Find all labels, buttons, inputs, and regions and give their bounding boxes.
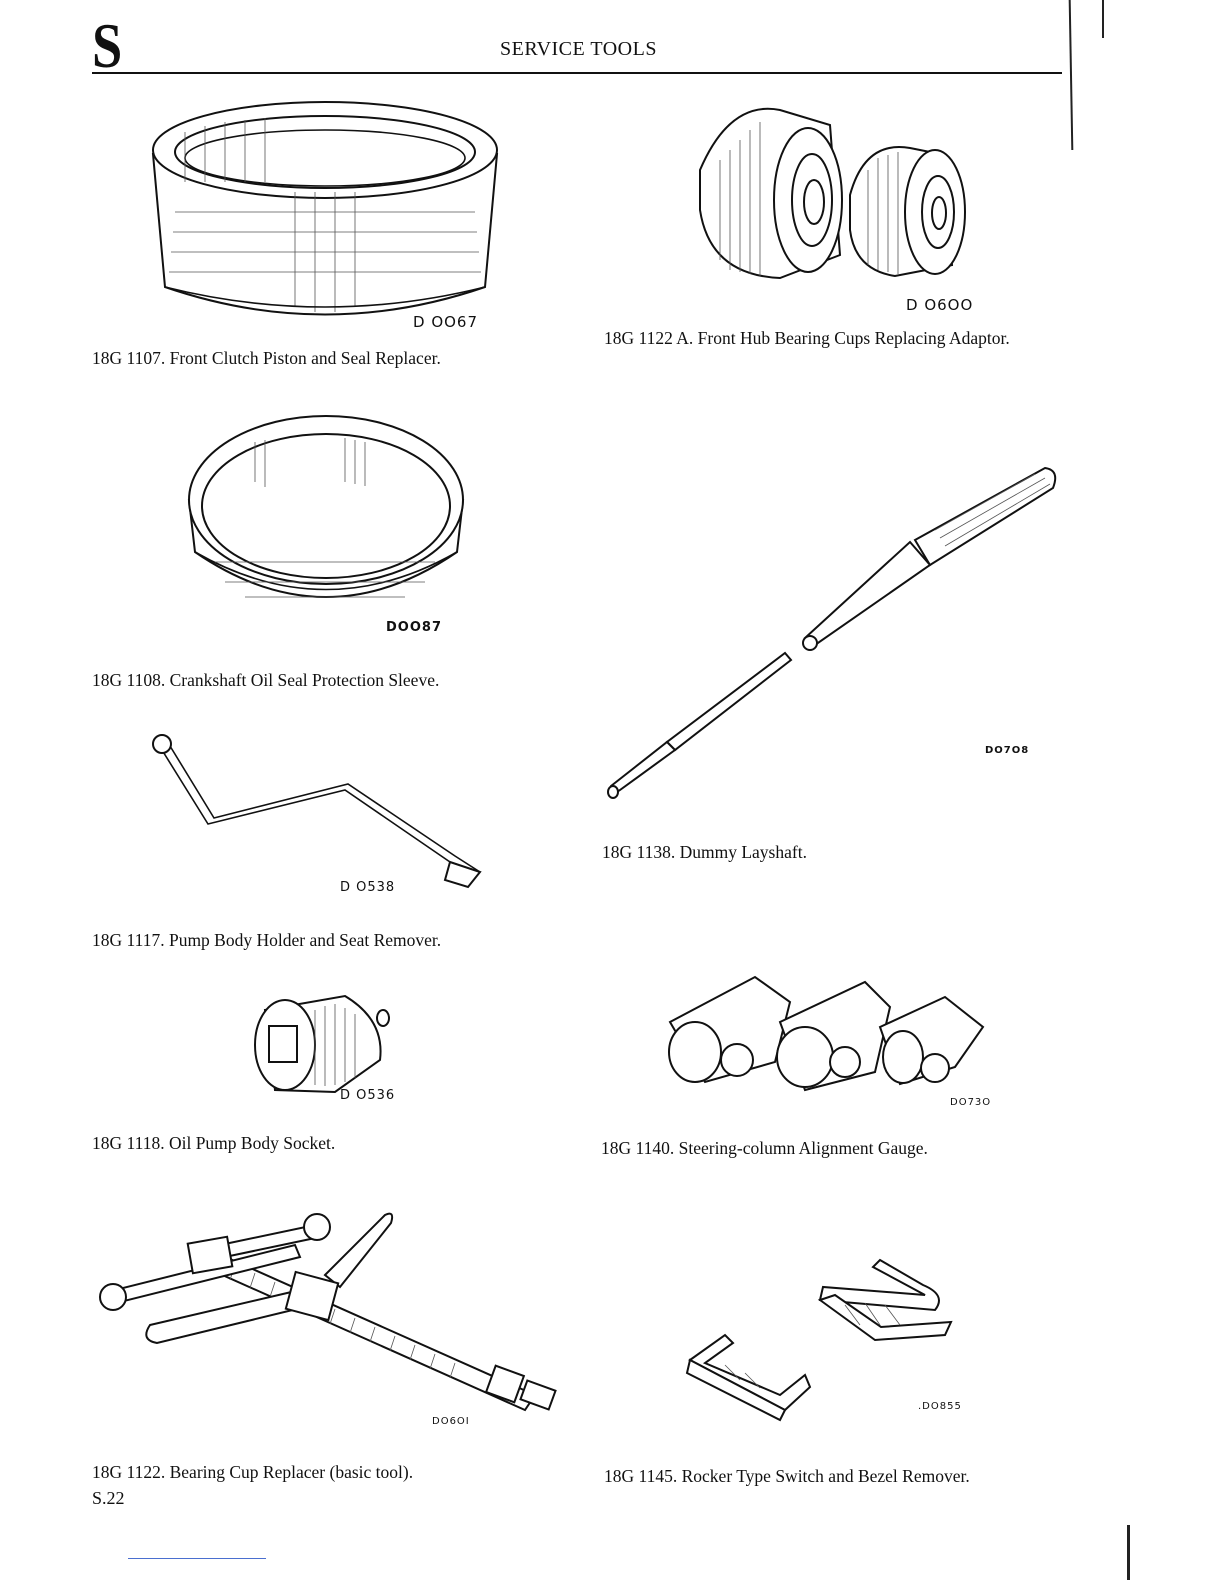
tool-caption: 18G 1118. Oil Pump Body Socket. — [92, 1133, 336, 1153]
tool-caption: 18G 1138. Dummy Layshaft. — [602, 842, 807, 862]
margin-mark — [1127, 1525, 1130, 1580]
hub-bearing-cups-adaptor-illustration — [699, 107, 966, 280]
tool-caption: 18G 1117. Pump Body Holder and Seat Remo… — [92, 930, 442, 950]
tool-caption: 18G 1140. Steering-column Alignment Gaug… — [601, 1138, 928, 1158]
clutch-piston-replacer-illustration — [151, 101, 499, 316]
header-rule — [92, 72, 1062, 74]
tool-ref-code: .DO855 — [918, 1401, 962, 1412]
dummy-layshaft-illustration — [607, 466, 1057, 799]
margin-mark — [1102, 0, 1104, 38]
tool-ref-code: DO6OI — [432, 1416, 470, 1427]
tool-ref-code: DOO87 — [386, 620, 442, 635]
alignment-gauge-illustration — [668, 975, 985, 1092]
section-letter: S — [92, 10, 123, 81]
tool-caption: 18G 1145. Rocker Type Switch and Bezel R… — [604, 1466, 970, 1486]
tool-caption: 18G 1122 A. Front Hub Bearing Cups Repla… — [604, 328, 1010, 348]
pump-body-holder-illustration — [152, 734, 482, 889]
tool-ref-code: D O538 — [340, 880, 396, 895]
switch-bezel-remover-illustration — [685, 1258, 953, 1422]
tool-ref-code: DO73O — [950, 1097, 992, 1108]
footer-rule — [128, 1558, 266, 1559]
tool-ref-code: DO7O8 — [985, 745, 1030, 756]
tool-ref-code: D O6OO — [906, 296, 974, 314]
margin-mark — [1068, 0, 1074, 151]
tool-caption: 18G 1108. Crankshaft Oil Seal Protection… — [92, 670, 440, 690]
bearing-cup-replacer-illustration — [99, 1212, 557, 1412]
oil-seal-sleeve-illustration — [187, 415, 465, 598]
tool-ref-code: D O536 — [340, 1088, 396, 1103]
tool-ref-code: D OO67 — [413, 313, 479, 331]
tool-caption: 18G 1122. Bearing Cup Replacer (basic to… — [92, 1462, 414, 1482]
oil-pump-socket-illustration — [254, 994, 390, 1094]
page-number: S.22 — [92, 1488, 125, 1508]
page-title: SERVICE TOOLS — [500, 38, 657, 60]
tool-caption: 18G 1107. Front Clutch Piston and Seal R… — [92, 348, 441, 368]
